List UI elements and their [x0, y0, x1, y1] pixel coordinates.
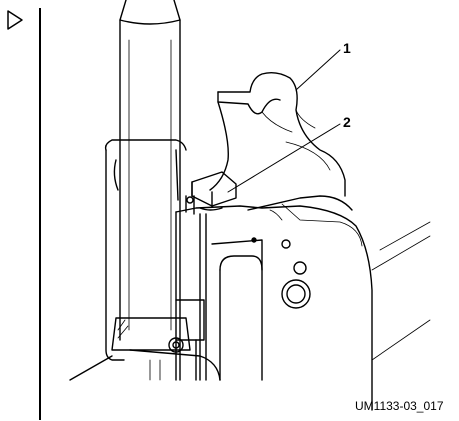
callout-2: 2 — [343, 114, 351, 130]
figure-reference: UM1133-03_017 — [355, 399, 444, 413]
callout-1: 1 — [343, 40, 351, 56]
device-illustration — [69, 0, 431, 411]
triangle-right-icon — [7, 10, 23, 30]
left-margin-rule — [39, 8, 41, 420]
